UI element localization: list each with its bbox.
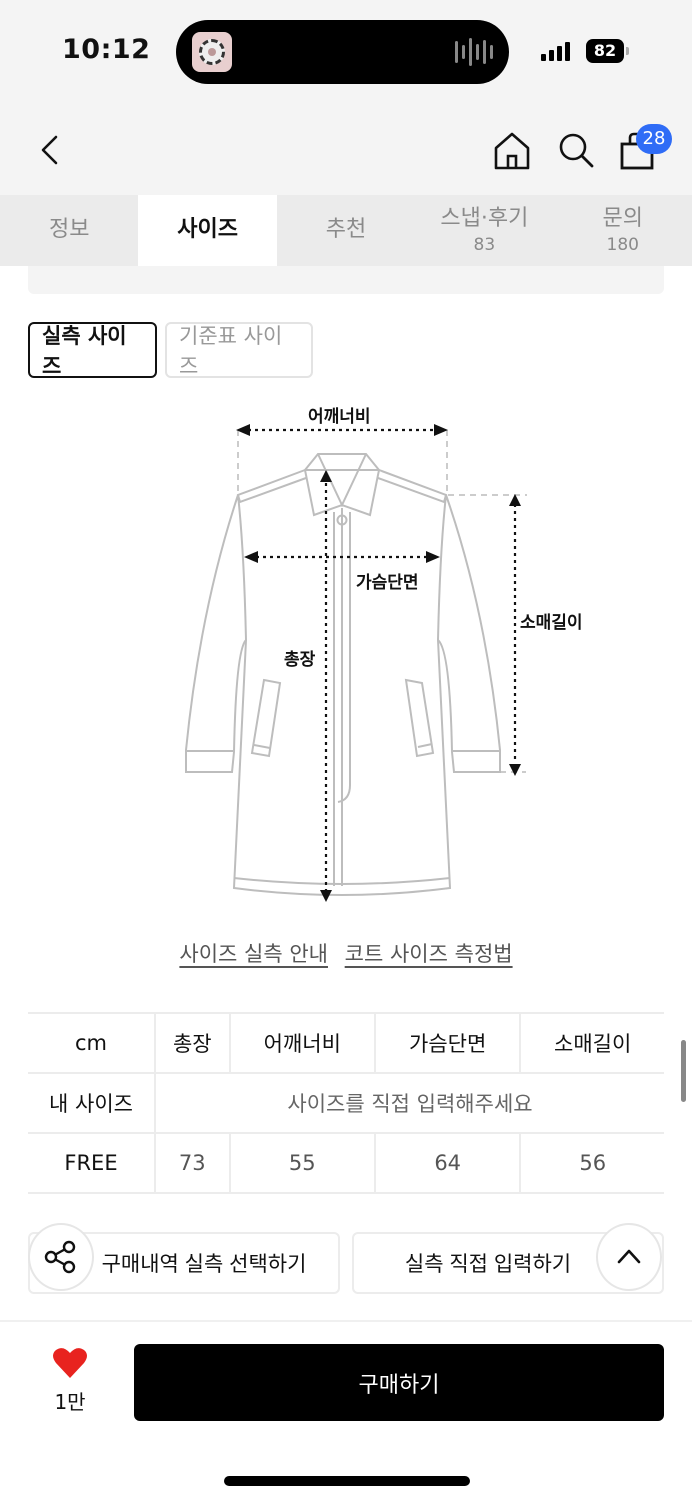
purchase-bar: 1만 구매하기 (0, 1320, 692, 1500)
my-size-row[interactable]: 내 사이즈 사이즈를 직접 입력해주세요 (28, 1072, 664, 1134)
shoulder-width-label: 어깨너비 (308, 407, 371, 427)
my-size-label: 내 사이즈 (28, 1072, 155, 1134)
tab-info[interactable]: 정보 (48, 217, 90, 243)
size-type-toggle: 실측 사이즈 기준표 사이즈 (28, 322, 313, 378)
size-value: 56 (519, 1132, 664, 1194)
column-header: 어깨너비 (228, 1012, 375, 1074)
like-button[interactable]: 1만 (40, 1346, 100, 1415)
review-count: 83 (473, 234, 496, 255)
status-bar: 10:12 82 (0, 0, 692, 106)
home-indicator[interactable] (224, 1476, 470, 1486)
tab-recommend[interactable]: 추천 (325, 217, 367, 243)
coat-measurement-diagram: 어깨너비 가슴단면 소매길이 총장 (170, 390, 600, 920)
standard-size-button[interactable]: 기준표 사이즈 (165, 322, 313, 378)
now-playing-app-icon (192, 32, 232, 72)
dynamic-island (176, 20, 509, 84)
size-measurement-guide-link[interactable]: 사이즈 실측 안내 (179, 942, 328, 966)
my-size-input-hint[interactable]: 사이즈를 직접 입력해주세요 (154, 1072, 664, 1134)
heart-icon (53, 1348, 87, 1378)
total-length-label: 총장 (284, 650, 316, 670)
battery-indicator: 82 (586, 39, 629, 63)
share-button[interactable] (28, 1223, 94, 1291)
coat-outline-illustration (185, 424, 527, 902)
search-icon (559, 133, 594, 168)
home-icon (494, 132, 530, 170)
size-guide-links: 사이즈 실측 안내 코트 사이즈 측정법 (0, 938, 692, 968)
back-arrow-icon (41, 135, 58, 165)
size-value: 73 (154, 1132, 230, 1194)
content-top-edge (28, 266, 664, 294)
back-button[interactable] (34, 132, 70, 168)
size-value: 55 (228, 1132, 375, 1194)
unit-header: cm (28, 1012, 155, 1074)
cart-count-badge: 28 (636, 124, 672, 154)
buy-button[interactable]: 구매하기 (134, 1344, 664, 1421)
column-header: 소매길이 (519, 1012, 664, 1074)
column-header: 총장 (154, 1012, 230, 1074)
scroll-to-top-button[interactable] (596, 1223, 662, 1291)
page-scrollbar[interactable] (681, 1040, 686, 1102)
tab-size[interactable]: 사이즈 (138, 195, 277, 266)
chest-width-label: 가슴단면 (356, 573, 419, 593)
sleeve-length-label: 소매길이 (520, 613, 583, 633)
table-row: FREE 73 55 64 56 (28, 1132, 664, 1194)
size-name: FREE (28, 1132, 155, 1194)
size-table: cm 총장 어깨너비 가슴단면 소매길이 내 사이즈 사이즈를 직접 입력해주세… (28, 1012, 664, 1194)
chevron-up-icon (617, 1249, 641, 1264)
column-header: 가슴단면 (373, 1012, 521, 1074)
cellular-signal-icon (541, 41, 570, 61)
nav-header (0, 106, 692, 195)
inquiry-count: 180 (606, 234, 639, 255)
search-button[interactable] (556, 130, 596, 170)
size-value: 64 (373, 1132, 521, 1194)
size-action-row: 구매내역 실측 선택하기 실측 직접 입력하기 (28, 1232, 664, 1294)
measured-size-button[interactable]: 실측 사이즈 (28, 322, 157, 378)
status-time: 10:12 (62, 34, 151, 65)
like-count: 1만 (54, 1390, 86, 1414)
coat-measurement-method-link[interactable]: 코트 사이즈 측정법 (344, 942, 513, 966)
home-button[interactable] (492, 130, 532, 170)
audio-waveform-icon (455, 38, 493, 66)
share-icon (44, 1240, 76, 1274)
table-header-row: cm 총장 어깨너비 가슴단면 소매길이 (28, 1012, 664, 1074)
